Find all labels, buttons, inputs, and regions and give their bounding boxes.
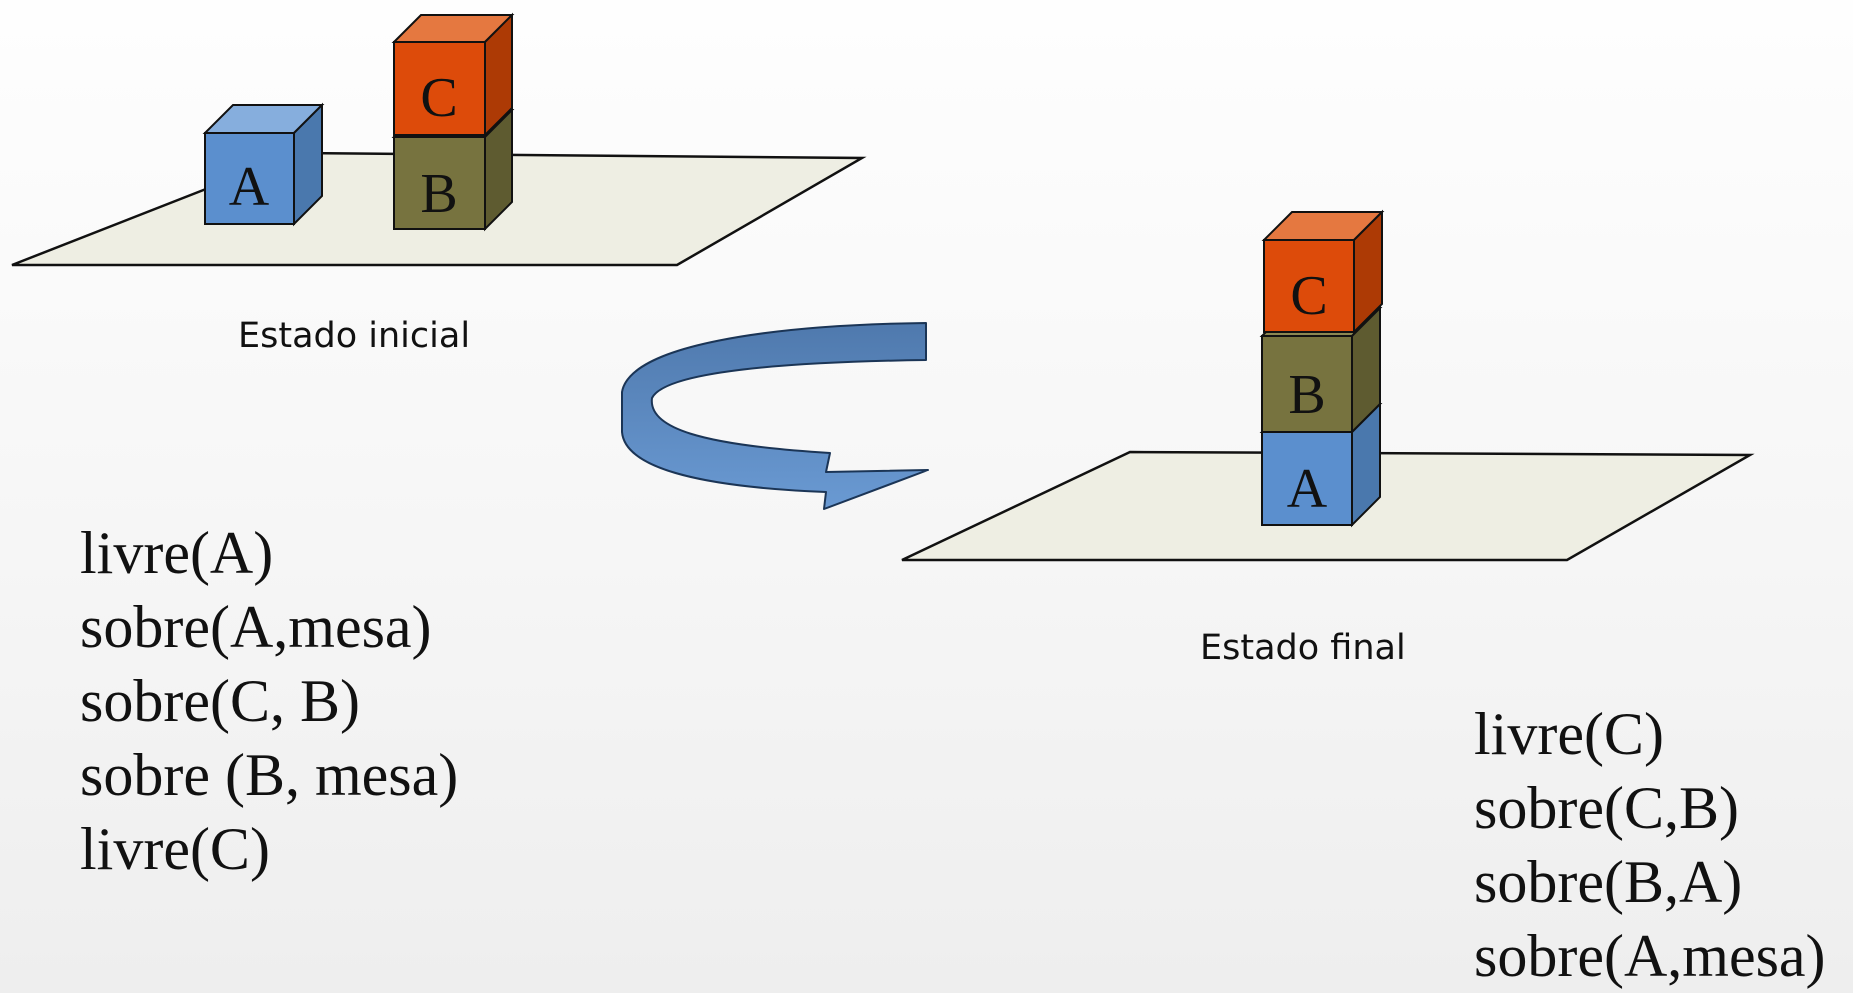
final-state-label: Estado final bbox=[1200, 628, 1406, 668]
initial-predicate: sobre (B, mesa) bbox=[80, 742, 459, 808]
final-predicate: livre(C) bbox=[1474, 701, 1664, 767]
initial-block-c: C bbox=[391, 12, 515, 138]
final-predicates: livre(C) sobre(C,B) sobre(B,A) sobre(A,m… bbox=[1474, 697, 1826, 993]
final-predicate: sobre(B,A) bbox=[1474, 849, 1743, 915]
final-block-b-label: B bbox=[1288, 364, 1325, 426]
initial-block-c-label: C bbox=[420, 67, 457, 129]
final-predicate: sobre(C,B) bbox=[1474, 775, 1739, 841]
initial-block-a-label: A bbox=[229, 156, 270, 218]
final-predicate: sobre(A,mesa) bbox=[1474, 923, 1826, 989]
initial-predicate: livre(A) bbox=[80, 520, 274, 586]
final-block-a-label: A bbox=[1287, 458, 1328, 520]
initial-state-label: Estado inicial bbox=[238, 316, 471, 356]
initial-predicate: sobre(A,mesa) bbox=[80, 594, 432, 660]
initial-block-b-label: B bbox=[420, 163, 457, 225]
initial-predicate: livre(C) bbox=[80, 816, 270, 882]
initial-predicates: livre(A) sobre(A,mesa) sobre(C, B) sobre… bbox=[80, 516, 458, 886]
initial-predicate: sobre(C, B) bbox=[80, 668, 360, 734]
final-block-c-label: C bbox=[1290, 265, 1327, 327]
final-block-c: C bbox=[1261, 209, 1385, 335]
transition-arrow bbox=[621, 322, 929, 510]
initial-block-a: A bbox=[202, 102, 325, 227]
final-block-b: B bbox=[1259, 305, 1383, 435]
